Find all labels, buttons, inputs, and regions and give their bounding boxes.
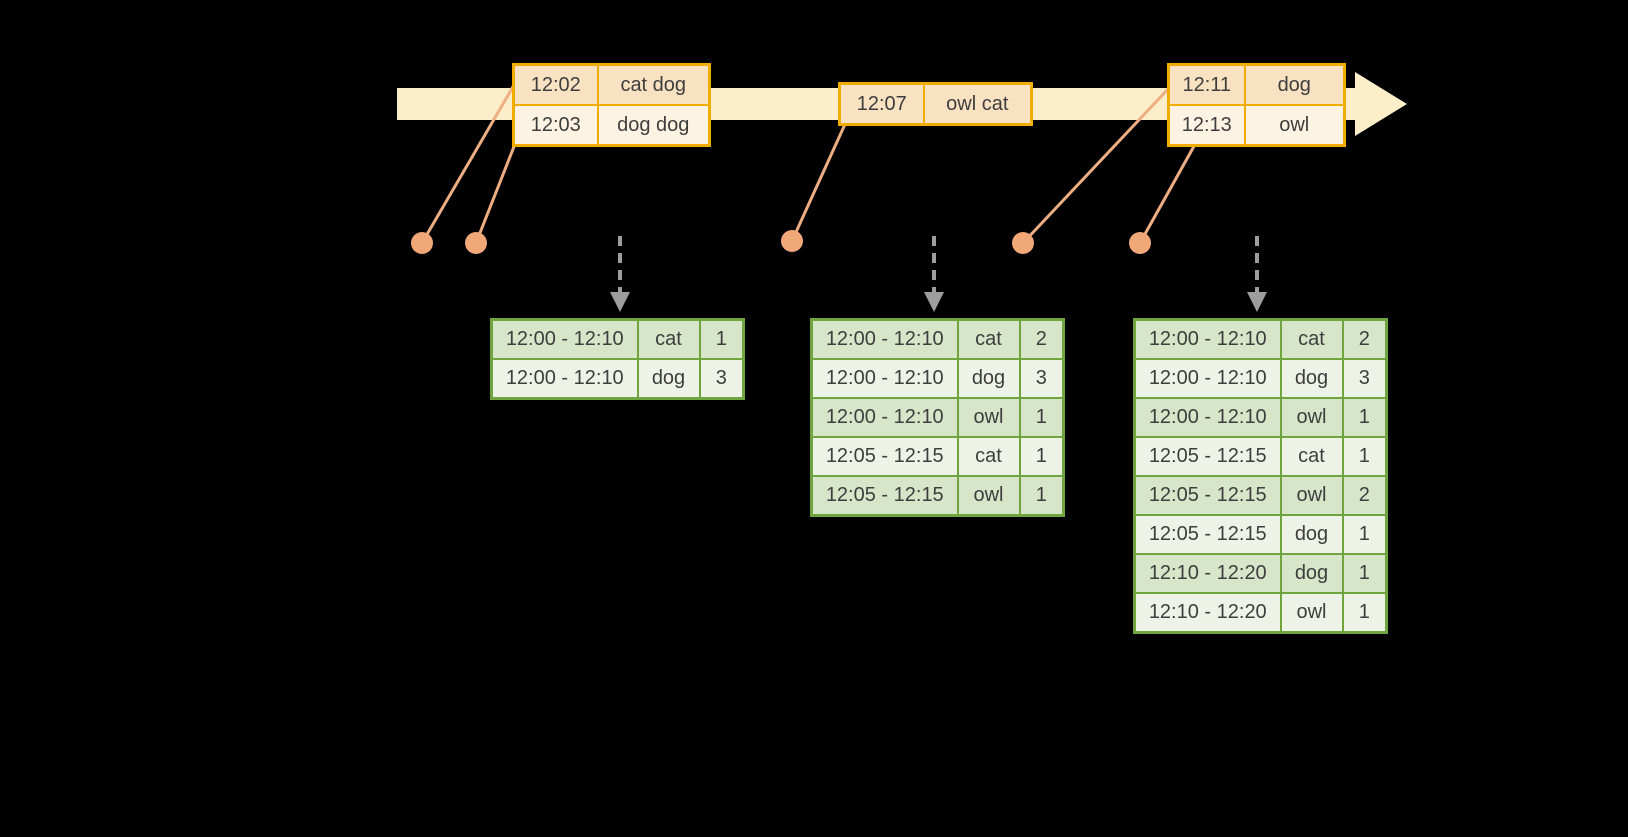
result-row: 12:05 - 12:15 cat 1 [810, 436, 1065, 477]
event-dot [1012, 232, 1034, 254]
count-cell: 1 [1341, 436, 1388, 477]
result-row: 12:00 - 12:10 dog 3 [1133, 358, 1388, 399]
window-cell: 12:05 - 12:15 [1133, 436, 1282, 477]
word-cell: cat [1279, 318, 1344, 360]
count-cell: 1 [1018, 475, 1065, 517]
result-row: 12:10 - 12:20 dog 1 [1133, 553, 1388, 594]
window-cell: 12:05 - 12:15 [1133, 475, 1282, 516]
window-cell: 12:00 - 12:10 [810, 318, 959, 360]
count-cell: 1 [1018, 397, 1065, 438]
event-connector-line [420, 84, 516, 244]
event-row: 12:11 dog [1167, 63, 1346, 106]
event-connector-line [1021, 86, 1171, 245]
word-cell: owl [1279, 397, 1344, 438]
word-cell: dog [956, 358, 1021, 399]
count-cell: 2 [1341, 318, 1388, 360]
count-cell: 1 [698, 318, 745, 360]
result-row: 12:05 - 12:15 owl 2 [1133, 475, 1388, 516]
word-cell: cat [956, 436, 1021, 477]
count-cell: 3 [1018, 358, 1065, 399]
count-cell: 1 [1018, 436, 1065, 477]
event-connector-line [474, 138, 519, 244]
window-cell: 12:00 - 12:10 [490, 358, 639, 400]
result-row: 12:05 - 12:15 dog 1 [1133, 514, 1388, 555]
result-table-2: 12:00 - 12:10 cat 2 12:00 - 12:10 dog 3 … [810, 318, 1065, 517]
word-cell: owl [956, 475, 1021, 517]
trigger-arrowhead-icon [610, 292, 630, 312]
event-words: owl [1243, 104, 1346, 147]
window-cell: 12:00 - 12:10 [1133, 318, 1282, 360]
result-row: 12:00 - 12:10 dog 3 [810, 358, 1065, 399]
window-cell: 12:00 - 12:10 [810, 358, 959, 399]
window-cell: 12:10 - 12:20 [1133, 592, 1282, 634]
word-cell: cat [636, 318, 701, 360]
word-cell: dog [1279, 514, 1344, 555]
count-cell: 1 [1341, 397, 1388, 438]
window-cell: 12:05 - 12:15 [1133, 514, 1282, 555]
word-cell: owl [956, 397, 1021, 438]
window-cell: 12:10 - 12:20 [1133, 553, 1282, 594]
count-cell: 1 [1341, 514, 1388, 555]
event-time: 12:13 [1167, 104, 1246, 147]
event-connector-line [1138, 138, 1200, 244]
window-cell: 12:05 - 12:15 [810, 475, 959, 517]
event-time: 12:02 [512, 63, 599, 106]
window-cell: 12:00 - 12:10 [810, 397, 959, 438]
word-cell: dog [1279, 358, 1344, 399]
event-words: owl cat [922, 82, 1033, 126]
event-time: 12:07 [838, 82, 925, 126]
event-row: 12:02 cat dog [512, 63, 711, 106]
word-cell: dog [636, 358, 701, 400]
trigger-arrowhead-icon [924, 292, 944, 312]
event-table-3: 12:11 dog 12:13 owl [1167, 63, 1346, 147]
window-cell: 12:00 - 12:10 [1133, 358, 1282, 399]
event-time: 12:03 [512, 104, 599, 147]
event-time: 12:11 [1167, 63, 1246, 106]
result-table-1: 12:00 - 12:10 cat 1 12:00 - 12:10 dog 3 [490, 318, 745, 400]
event-dot [781, 230, 803, 252]
event-words: dog [1243, 63, 1346, 106]
word-cell: owl [1279, 475, 1344, 516]
trigger-arrowhead-icon [1247, 292, 1267, 312]
event-dot [465, 232, 487, 254]
result-row: 12:00 - 12:10 cat 1 [490, 318, 745, 360]
result-row: 12:00 - 12:10 cat 2 [1133, 318, 1388, 360]
result-row: 12:05 - 12:15 owl 1 [810, 475, 1065, 517]
timeline-arrowhead-icon [1355, 72, 1407, 136]
event-dot [1129, 232, 1151, 254]
event-dot [411, 232, 433, 254]
event-connector-line [790, 121, 848, 242]
event-words: cat dog [596, 63, 711, 106]
count-cell: 1 [1341, 592, 1388, 634]
result-row: 12:00 - 12:10 owl 1 [1133, 397, 1388, 438]
count-cell: 3 [698, 358, 745, 400]
result-row: 12:00 - 12:10 cat 2 [810, 318, 1065, 360]
result-table-3: 12:00 - 12:10 cat 2 12:00 - 12:10 dog 3 … [1133, 318, 1388, 634]
event-row: 12:03 dog dog [512, 104, 711, 147]
result-row: 12:10 - 12:20 owl 1 [1133, 592, 1388, 634]
word-cell: owl [1279, 592, 1344, 634]
event-row: 12:07 owl cat [838, 82, 1033, 126]
event-table-2: 12:07 owl cat [838, 82, 1033, 126]
window-cell: 12:05 - 12:15 [810, 436, 959, 477]
word-cell: cat [956, 318, 1021, 360]
window-cell: 12:00 - 12:10 [490, 318, 639, 360]
word-cell: dog [1279, 553, 1344, 594]
result-row: 12:00 - 12:10 dog 3 [490, 358, 745, 400]
count-cell: 1 [1341, 553, 1388, 594]
window-cell: 12:00 - 12:10 [1133, 397, 1282, 438]
count-cell: 2 [1018, 318, 1065, 360]
count-cell: 3 [1341, 358, 1388, 399]
result-row: 12:00 - 12:10 owl 1 [810, 397, 1065, 438]
word-cell: cat [1279, 436, 1344, 477]
event-words: dog dog [596, 104, 711, 147]
event-table-1: 12:02 cat dog 12:03 dog dog [512, 63, 711, 147]
count-cell: 2 [1341, 475, 1388, 516]
event-row: 12:13 owl [1167, 104, 1346, 147]
result-row: 12:05 - 12:15 cat 1 [1133, 436, 1388, 477]
